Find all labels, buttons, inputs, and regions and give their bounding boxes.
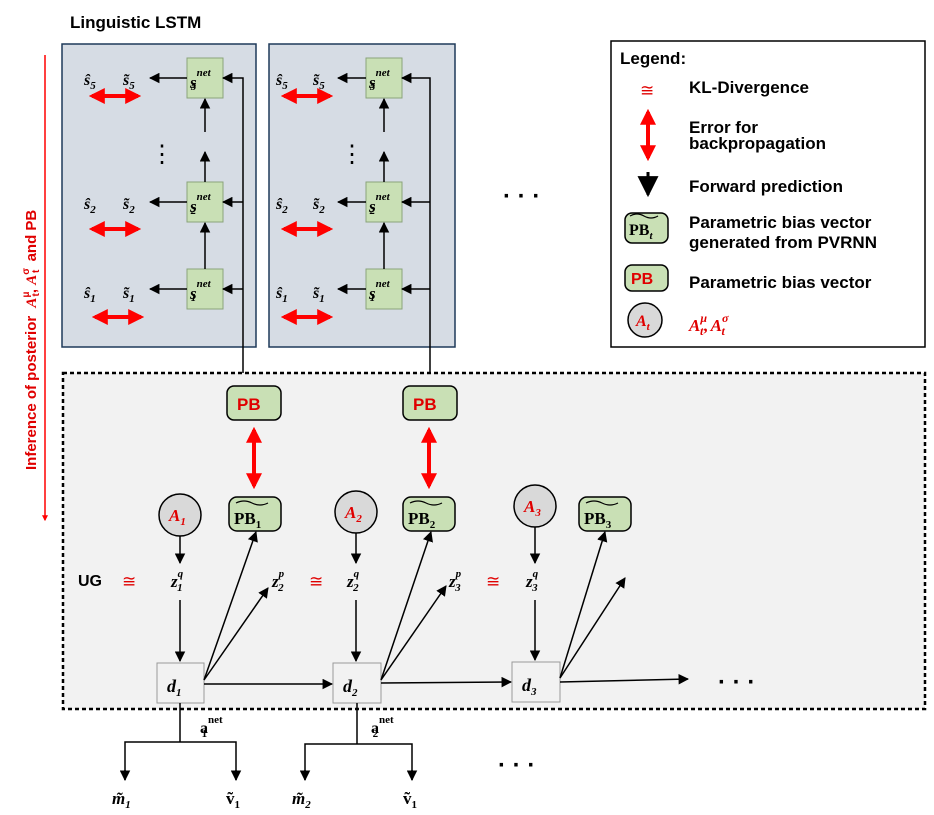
d-node-1: d1 [156, 662, 205, 704]
svg-text:ŝ2: ŝ2 [275, 196, 288, 216]
d-node-3: d3 [511, 661, 561, 703]
svg-text:s̃2: s̃2 [122, 196, 135, 216]
s-net-2-box [365, 181, 403, 223]
m-out-1: m̃1 [112, 789, 131, 811]
svg-text:A1: A1 [168, 506, 186, 528]
svg-text:s̃1: s̃1 [312, 285, 325, 305]
svg-text:At: At [635, 313, 651, 333]
pb-box-2 [402, 385, 458, 421]
vdots: ⋮ [150, 142, 174, 168]
m-out-2: m̃2 [292, 789, 311, 811]
svg-text:d2: d2 [343, 676, 358, 699]
svg-text:ŝ2: ŝ2 [83, 196, 96, 216]
outputs-ellipsis: · · · [498, 752, 535, 779]
lstm-ellipsis: · · · [503, 183, 540, 210]
svg-text:backpropagation: backpropagation [689, 134, 826, 153]
a-node-2: A2 [334, 490, 378, 534]
svg-text:PB2: PB2 [408, 509, 436, 531]
svg-text:ŝ1: ŝ1 [83, 285, 96, 305]
svg-text:≅: ≅ [122, 572, 136, 591]
svg-text:≅: ≅ [640, 81, 654, 100]
svg-text:d1: d1 [167, 676, 182, 699]
svg-text:PB3: PB3 [584, 509, 612, 531]
svg-text:d3: d3 [522, 675, 537, 698]
svg-text:A2: A2 [344, 503, 362, 525]
pbt-node-1: PB1 [228, 496, 282, 532]
svg-text:s̃1: s̃1 [122, 285, 135, 305]
svg-text:PB: PB [631, 271, 653, 288]
svg-text:generated from PVRNN: generated from PVRNN [689, 233, 877, 252]
d-node-2: d2 [332, 662, 382, 704]
svg-text:Parametric bias vector: Parametric bias vector [689, 273, 872, 292]
svg-text:⋮: ⋮ [340, 142, 364, 168]
svg-text:PB: PB [413, 395, 437, 414]
svg-text:≅: ≅ [486, 572, 500, 591]
svg-text:Forward prediction: Forward prediction [689, 177, 843, 196]
ug-label: UG [78, 573, 102, 590]
svg-text:s̃5: s̃5 [122, 72, 135, 92]
svg-text:KL-Divergence: KL-Divergence [689, 78, 809, 97]
svg-text:Error for: Error for [689, 118, 758, 137]
pbt-node-2: PB2 [402, 496, 456, 532]
svg-text:A3: A3 [523, 497, 541, 519]
pbt-node-3: PB3 [578, 496, 632, 532]
svg-text:s̃5: s̃5 [312, 72, 325, 92]
svg-text:Legend:: Legend: [620, 49, 686, 68]
a-node-1: A1 [158, 493, 202, 537]
side-label: Inference of posterior Aμt, Aσt and PB [21, 210, 43, 470]
ug-ellipsis: · · · [718, 669, 755, 696]
v-out-2: ṽ1 [403, 789, 417, 811]
svg-text:s̃2: s̃2 [312, 196, 325, 216]
svg-text:Inference of posterior A: Inference of posterior Aμt, Aσt and PB [21, 210, 43, 470]
svg-text:ŝ5: ŝ5 [83, 72, 96, 92]
s-net-5-box [186, 57, 224, 99]
svg-text:≅: ≅ [309, 572, 323, 591]
svg-text:PB1: PB1 [234, 509, 261, 531]
ug-region [61, 371, 927, 711]
pb-box-1 [226, 385, 282, 421]
svg-text:Parametric bias vector: Parametric bias vector [689, 213, 872, 232]
svg-text:PBt: PBt [629, 222, 653, 242]
diagram-title: Linguistic LSTM [70, 13, 201, 32]
svg-text:ŝ5: ŝ5 [275, 72, 288, 92]
v-out-1: ṽ1 [226, 789, 240, 811]
svg-text:ŝ1: ŝ1 [275, 285, 288, 305]
a-node-3: A3 [513, 484, 557, 528]
svg-text:Aμt,Aσt: Aμt,Aσt [688, 311, 729, 338]
legend: Legend: ≅ KL-Divergence Error for backpr… [610, 40, 926, 348]
svg-text:PB: PB [237, 395, 261, 414]
